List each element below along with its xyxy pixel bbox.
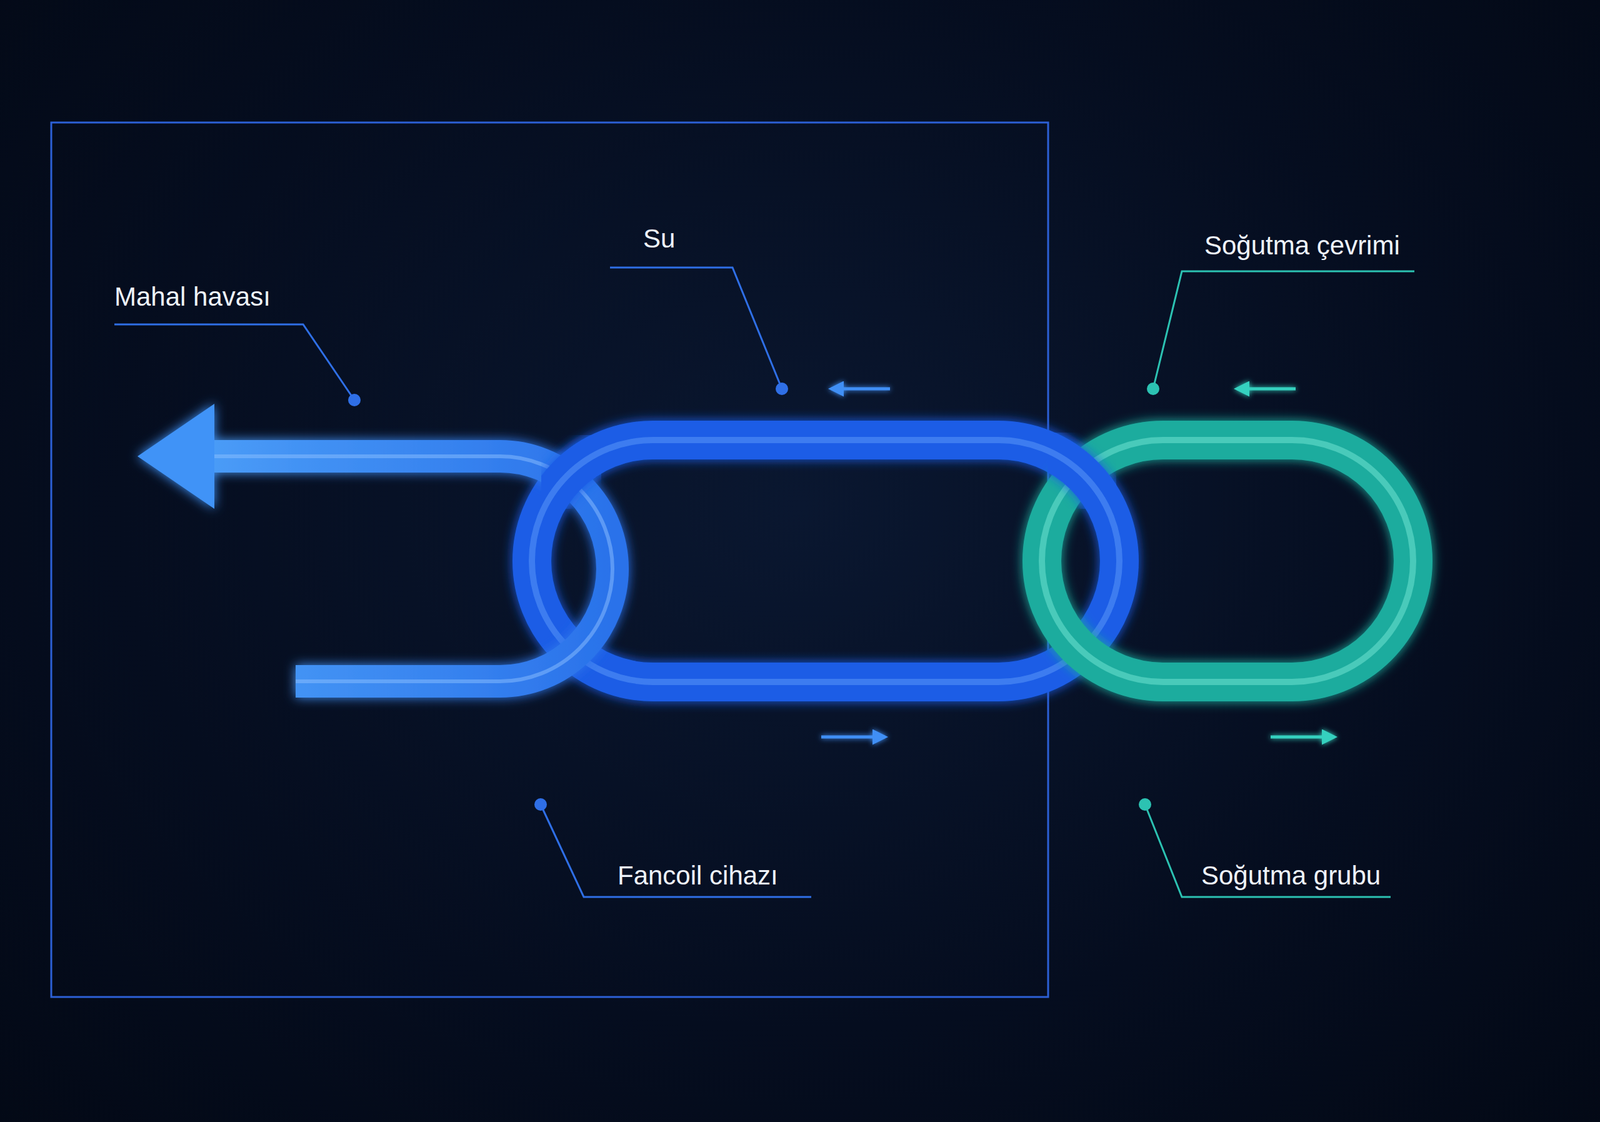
- box-caption: Soğutma grubu: [1201, 860, 1381, 892]
- chiller-box: Soğutma grubu: [1100, 346, 1462, 781]
- leader-line: [114, 324, 355, 400]
- flow-arrow: [821, 735, 885, 739]
- water-loop-overlap: [541, 440, 602, 509]
- leader-line: [610, 267, 782, 389]
- leader-line: [540, 804, 812, 897]
- leader-dot: [348, 393, 361, 407]
- leader-lines: [114, 267, 1415, 897]
- callout-label: Mahal havası: [114, 281, 271, 313]
- callout-label: Soğutma çevrimi: [1204, 230, 1400, 262]
- leader-dot: [1146, 382, 1160, 395]
- flow-arrow: [831, 387, 890, 391]
- leader-line: [1145, 804, 1391, 897]
- box-outline: [1100, 346, 1462, 781]
- flow-arrows: [821, 388, 1335, 737]
- room-air-arrow: [137, 403, 613, 682]
- leader-line: [1153, 271, 1415, 389]
- flow-arrow: [1270, 735, 1335, 739]
- callout-label: Su: [643, 223, 675, 255]
- leader-dot: [1138, 798, 1152, 811]
- box-caption: Fancoil cihazı: [617, 860, 779, 892]
- water-loop-overlap: [1047, 440, 1117, 509]
- box-outline: [483, 346, 1045, 781]
- fancoil-box: Fancoil cihazı: [483, 346, 1045, 781]
- leader-dot: [534, 798, 547, 811]
- flow-arrow: [1236, 387, 1296, 391]
- leader-dot: [775, 382, 789, 395]
